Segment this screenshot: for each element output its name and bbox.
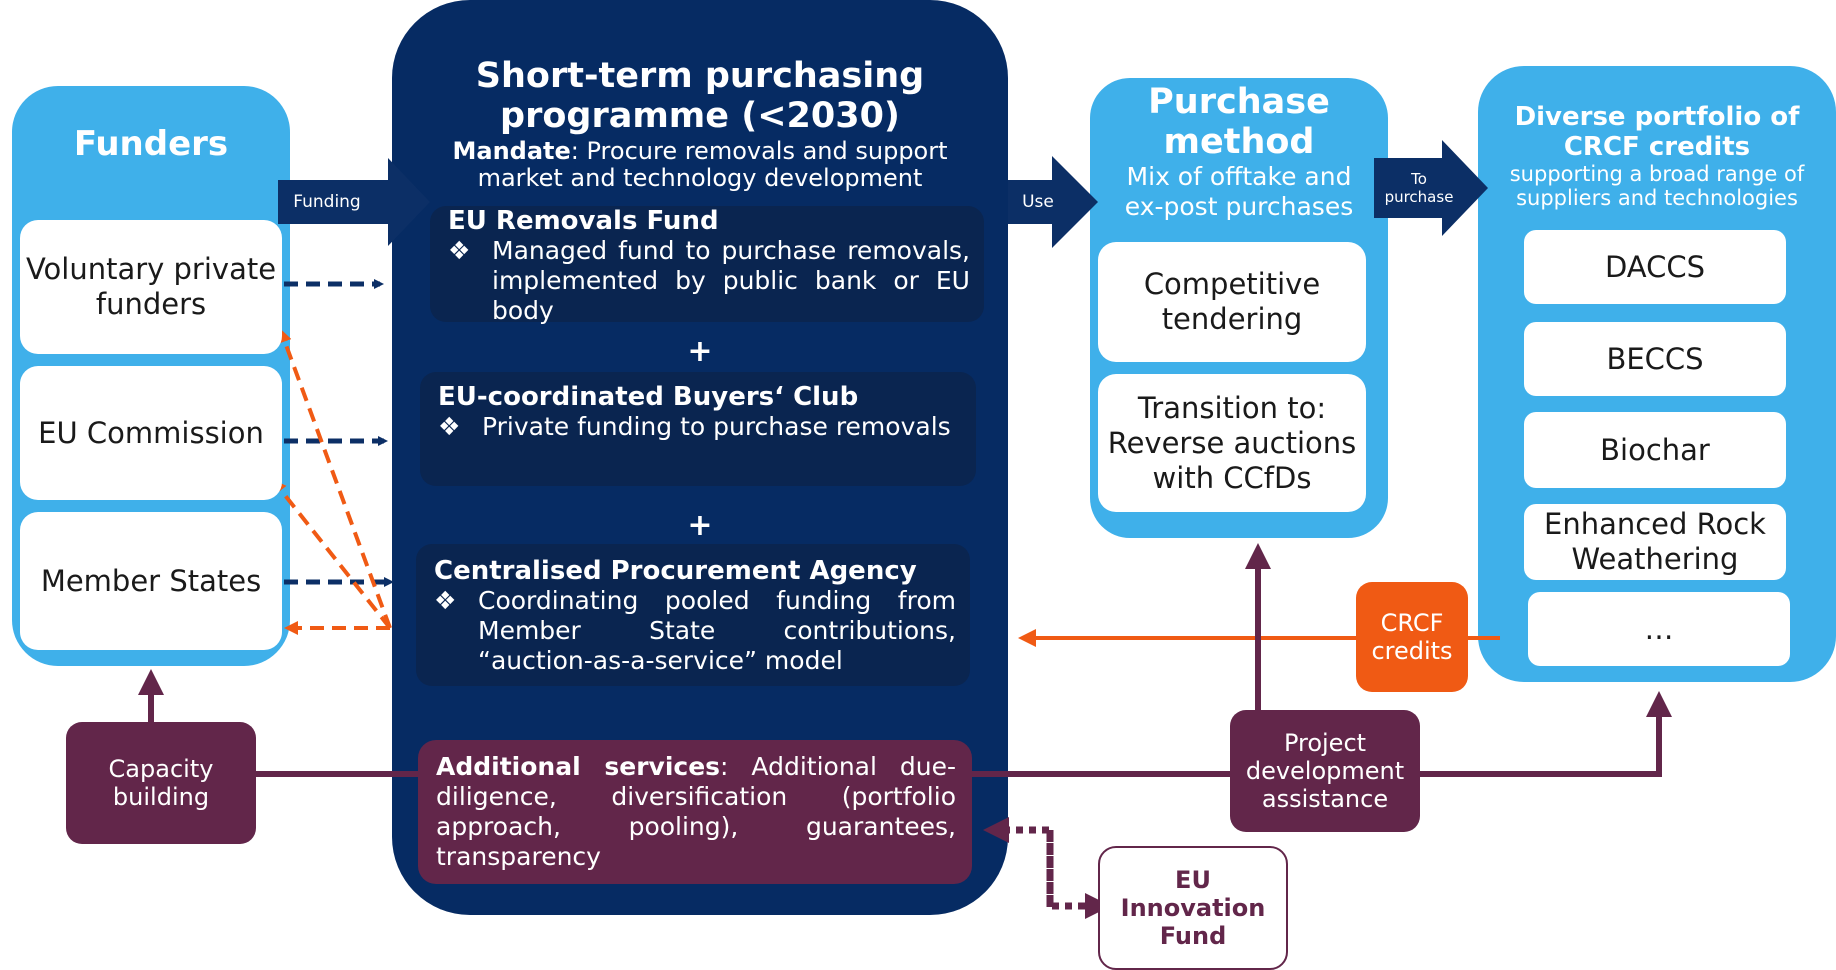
funders-title: Funders: [73, 124, 229, 164]
portfolio-title: Diverse portfolio of CRCF credits: [1514, 102, 1800, 162]
funder-member-states[interactable]: Member States: [20, 512, 282, 650]
portfolio-item-beccs[interactable]: BECCS: [1524, 322, 1786, 396]
additional-services-label: Additional services: [436, 752, 721, 781]
portfolio-item-biochar[interactable]: Biochar: [1524, 412, 1786, 488]
capacity-building-box[interactable]: Capacity building: [66, 722, 256, 844]
buyers-club-text: Private funding to purchase removals: [482, 412, 951, 441]
diamond-bullet-icon: ❖: [448, 236, 471, 265]
orange-dash-to-commission: [272, 479, 392, 630]
portfolio-item-daccs[interactable]: DACCS: [1524, 230, 1786, 304]
purchase-method-title: Purchase method: [1148, 82, 1330, 162]
use-arrow: [1008, 156, 1098, 248]
to-purchase-arrow-label: To purchase: [1384, 170, 1454, 206]
eu-innovation-fund-box[interactable]: EU Innovation Fund: [1098, 846, 1288, 970]
portfolio-subtitle: supporting a broad range of suppliers an…: [1509, 162, 1805, 210]
removals-fund-text: Managed fund to purchase removals, imple…: [492, 236, 970, 325]
procurement-agency-text: Coordinating pooled funding from Member …: [478, 586, 956, 675]
plus-sign-2: +: [687, 508, 713, 543]
removals-fund-box[interactable]: EU Removals Fund ❖ Managed fund to purch…: [430, 206, 984, 325]
buyers-club-bullet-row: ❖ Private funding to purchase removals: [438, 412, 962, 442]
purchase-reverse-auctions[interactable]: Transition to: Reverse auctions with CCf…: [1098, 374, 1366, 512]
mandate-label: Mandate: [452, 137, 571, 165]
buyers-club-title: EU-coordinated Buyers‘ Club: [438, 382, 859, 412]
portfolio-item-enhanced-rock-weathering[interactable]: Enhanced Rock Weathering: [1524, 504, 1786, 580]
procurement-agency-title: Centralised Procurement Agency: [434, 556, 917, 586]
diamond-bullet-icon: ❖: [434, 586, 457, 615]
funding-arrow-label: Funding: [293, 192, 361, 212]
removals-fund-title: EU Removals Fund: [448, 206, 719, 236]
diamond-bullet-icon: ❖: [438, 412, 461, 441]
funding-arrow: [278, 158, 430, 246]
additional-services-text: : Additional due-diligence, diversificat…: [436, 752, 957, 871]
funder-eu-commission[interactable]: EU Commission: [20, 366, 282, 500]
plum-dotted-link-to-fund: [1046, 830, 1111, 919]
funder-voluntary-private[interactable]: Voluntary private funders: [20, 220, 282, 354]
project-development-assistance-box[interactable]: Project development assistance: [1230, 710, 1420, 832]
plum-dotted-link: [983, 817, 1054, 907]
portfolio-item-more[interactable]: …: [1528, 592, 1790, 666]
orange-dash-to-voluntary: [278, 328, 392, 629]
plus-sign-1: +: [687, 334, 713, 369]
removals-fund-bullet-row: ❖ Managed fund to purchase removals, imp…: [448, 236, 970, 326]
buyers-club-box[interactable]: EU-coordinated Buyers‘ Club ❖ Private fu…: [420, 372, 976, 486]
purchase-competitive-tendering[interactable]: Competitive tendering: [1098, 242, 1366, 362]
programme-title: Short-term purchasing programme (<2030): [475, 56, 925, 136]
procurement-agency-box[interactable]: Centralised Procurement Agency ❖ Coordin…: [416, 544, 970, 686]
use-arrow-label: Use: [1022, 192, 1054, 212]
additional-services-box[interactable]: Additional services: Additional due-dili…: [418, 740, 972, 884]
purchase-method-subtitle: Mix of offtake and ex-post purchases: [1124, 162, 1354, 221]
crcf-credits-badge: CRCF credits: [1356, 582, 1468, 692]
mandate-text: : Procure removals and support market an…: [477, 137, 948, 192]
programme-mandate: Mandate: Procure removals and support ma…: [442, 138, 958, 192]
to-purchase-arrow: [1374, 140, 1488, 236]
procurement-agency-bullet-row: ❖ Coordinating pooled funding from Membe…: [434, 586, 956, 676]
